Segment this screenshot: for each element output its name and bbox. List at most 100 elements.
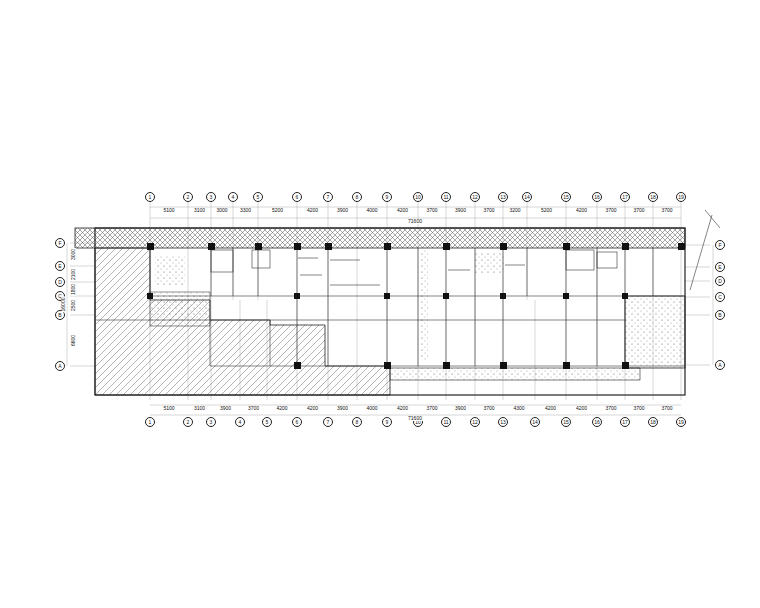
axis-number: D bbox=[58, 280, 62, 285]
axis-number: 18 bbox=[650, 195, 656, 200]
dimension-text: 4200 bbox=[306, 208, 319, 213]
grid-bubble: 7 bbox=[323, 417, 333, 427]
dimension-text: 3700 bbox=[632, 406, 645, 411]
axis-number: 16 bbox=[594, 195, 600, 200]
axis-number: 19 bbox=[678, 420, 684, 425]
grid-bubble: 8 bbox=[352, 192, 362, 202]
axis-number: 8 bbox=[356, 420, 359, 425]
grid-bubble: 6 bbox=[292, 192, 302, 202]
grid-bubble: C bbox=[715, 292, 725, 302]
grid-bubble: 15 bbox=[561, 192, 571, 202]
axis-number: F bbox=[718, 243, 721, 248]
dimension-text: 3700 bbox=[425, 406, 438, 411]
axis-number: 11 bbox=[443, 420, 448, 425]
axis-number: 5 bbox=[257, 195, 260, 200]
dimension-text: 3900 bbox=[219, 406, 232, 411]
axis-number: 11 bbox=[443, 195, 448, 200]
dimension-text: 3700 bbox=[604, 406, 617, 411]
dimension-text: 3100 bbox=[193, 406, 206, 411]
dimension-text: 4000 bbox=[365, 208, 378, 213]
dimension-text: 71600 bbox=[407, 416, 423, 421]
grid-bubble: 18 bbox=[648, 192, 658, 202]
grid-bubble: 5 bbox=[262, 417, 272, 427]
grid-bubble: 11 bbox=[441, 192, 451, 202]
grid-bubble: 4 bbox=[235, 417, 245, 427]
grid-bubble: 19 bbox=[676, 192, 686, 202]
dimension-text: 4200 bbox=[306, 406, 319, 411]
grid-bubble: D bbox=[55, 277, 65, 287]
axis-number: 15 bbox=[563, 420, 569, 425]
grid-bubble: E bbox=[715, 262, 725, 272]
dimension-text: 3700 bbox=[660, 208, 673, 213]
axis-number: C bbox=[718, 295, 722, 300]
dimension-text: 3000 bbox=[72, 248, 77, 261]
grid-bubble: 16 bbox=[592, 417, 602, 427]
grid-bubble: 13 bbox=[498, 417, 508, 427]
dimension-text: 3900 bbox=[454, 208, 467, 213]
axis-number: 7 bbox=[327, 195, 330, 200]
axis-number: 3 bbox=[210, 420, 213, 425]
axis-number: 3 bbox=[210, 195, 213, 200]
grid-bubble: 18 bbox=[648, 417, 658, 427]
grid-bubble: 15 bbox=[561, 417, 571, 427]
axis-number: 6 bbox=[296, 195, 299, 200]
axis-number: 1 bbox=[149, 195, 152, 200]
dimension-text: 4200 bbox=[275, 406, 288, 411]
axis-number: A bbox=[718, 363, 721, 368]
dimension-text: 3900 bbox=[454, 406, 467, 411]
axis-number: 1 bbox=[149, 420, 152, 425]
dimension-text: 71600 bbox=[407, 219, 423, 224]
axis-number: B bbox=[58, 313, 61, 318]
dimension-text: 4200 bbox=[544, 406, 557, 411]
axis-number: 7 bbox=[327, 420, 330, 425]
grid-bubble: 12 bbox=[470, 417, 480, 427]
dimension-text: 4300 bbox=[512, 406, 525, 411]
grid-bubble: 3 bbox=[206, 417, 216, 427]
dimension-text: 4200 bbox=[396, 406, 409, 411]
dimension-text: 4200 bbox=[575, 406, 588, 411]
axis-number: 16 bbox=[594, 420, 600, 425]
dimension-text: 3300 bbox=[239, 208, 252, 213]
axis-number: E bbox=[718, 265, 721, 270]
dimension-text: 4200 bbox=[575, 208, 588, 213]
grid-bubble: 1 bbox=[145, 192, 155, 202]
axis-number: D bbox=[718, 279, 722, 284]
axis-number: 8 bbox=[356, 195, 359, 200]
dimension-text: 3700 bbox=[247, 406, 260, 411]
dimension-text: 1800 bbox=[72, 282, 77, 295]
axis-number: 9 bbox=[386, 420, 389, 425]
grid-bubble: 14 bbox=[522, 192, 532, 202]
dimension-text: 3700 bbox=[604, 208, 617, 213]
dimension-text: 3700 bbox=[425, 208, 438, 213]
dimension-text: 3200 bbox=[508, 208, 521, 213]
grid-bubble: 5 bbox=[253, 192, 263, 202]
dimension-text: 3100 bbox=[193, 208, 206, 213]
dimension-text: 3700 bbox=[632, 208, 645, 213]
grid-bubble: F bbox=[715, 240, 725, 250]
dimension-text: 3000 bbox=[215, 208, 228, 213]
axis-number: 12 bbox=[472, 420, 478, 425]
grid-bubble: 13 bbox=[498, 192, 508, 202]
dimension-text: 4200 bbox=[396, 208, 409, 213]
grid-bubble: 11 bbox=[441, 417, 451, 427]
axis-number: 9 bbox=[386, 195, 389, 200]
grid-bubble: 3 bbox=[206, 192, 216, 202]
dimension-text: 3700 bbox=[482, 208, 495, 213]
grid-bubble: 2 bbox=[183, 192, 193, 202]
axis-number: A bbox=[58, 364, 61, 369]
axis-number: 13 bbox=[500, 195, 506, 200]
grid-bubble: 17 bbox=[620, 192, 630, 202]
dimension-text: 5200 bbox=[271, 208, 284, 213]
axis-number: 10 bbox=[415, 195, 421, 200]
dimension-text: 3700 bbox=[660, 406, 673, 411]
grid-bubble: E bbox=[55, 261, 65, 271]
dimension-text: 16000 bbox=[62, 297, 67, 313]
grid-bubble: 12 bbox=[470, 192, 480, 202]
axis-number: B bbox=[718, 313, 721, 318]
grid-bubble: 1 bbox=[145, 417, 155, 427]
axis-number: F bbox=[58, 241, 61, 246]
axis-number: 5 bbox=[266, 420, 269, 425]
axis-number: 2 bbox=[187, 195, 190, 200]
dimension-text: 5200 bbox=[540, 208, 553, 213]
axis-number: E bbox=[58, 264, 61, 269]
